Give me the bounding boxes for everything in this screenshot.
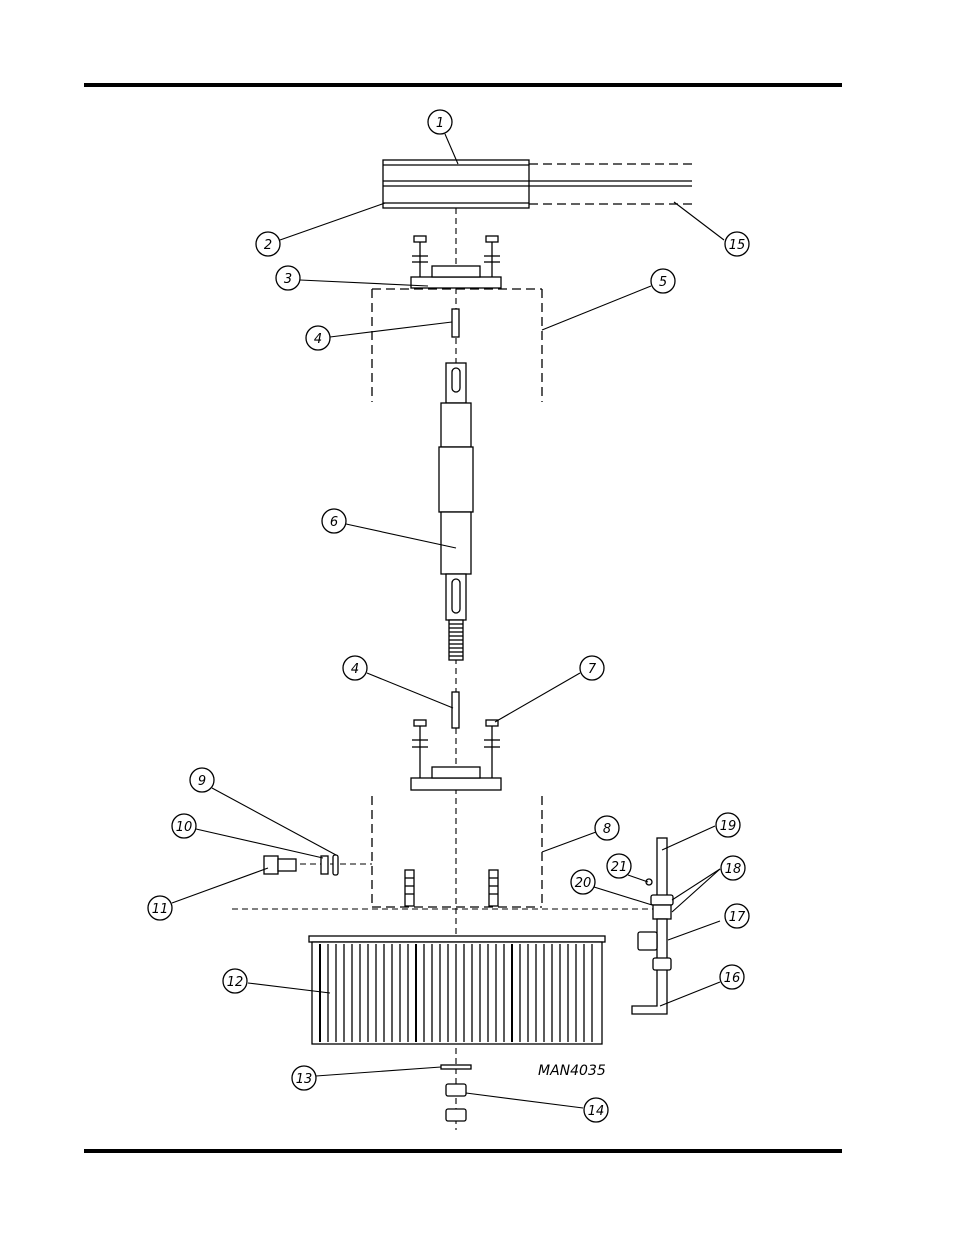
svg-text:6: 6 bbox=[330, 515, 338, 530]
svg-text:1: 1 bbox=[436, 116, 444, 131]
callout-3: 3 bbox=[275, 265, 301, 291]
callout-1: 1 bbox=[427, 109, 453, 135]
callout-8: 8 bbox=[594, 815, 620, 841]
upper-housing bbox=[371, 288, 543, 402]
callout-11: 11 bbox=[147, 895, 173, 921]
leader-lines bbox=[171, 133, 725, 1109]
callout-13: 13 bbox=[291, 1065, 317, 1091]
svg-text:19: 19 bbox=[720, 819, 737, 834]
lower-housing bbox=[371, 796, 543, 908]
svg-text:8: 8 bbox=[603, 822, 611, 837]
svg-text:15: 15 bbox=[729, 238, 746, 253]
svg-text:5: 5 bbox=[659, 275, 667, 290]
upper-bearing bbox=[410, 235, 502, 289]
svg-text:17: 17 bbox=[729, 910, 746, 925]
lower-key bbox=[451, 691, 460, 729]
svg-text:16: 16 bbox=[724, 971, 741, 986]
callout-7: 7 bbox=[579, 655, 605, 681]
svg-text:9: 9 bbox=[198, 774, 206, 789]
callout-14: 14 bbox=[583, 1097, 609, 1123]
callout-17: 17 bbox=[724, 903, 750, 929]
callout-10: 10 bbox=[171, 813, 197, 839]
drain-piping bbox=[631, 837, 674, 1015]
shaft bbox=[438, 362, 474, 661]
callout-5: 5 bbox=[650, 268, 676, 294]
callout-18: 18 bbox=[720, 855, 746, 881]
svg-text:11: 11 bbox=[152, 902, 169, 917]
svg-text:21: 21 bbox=[611, 860, 628, 875]
callout-9: 9 bbox=[189, 767, 215, 793]
pulley bbox=[382, 159, 530, 209]
svg-text:20: 20 bbox=[575, 876, 592, 891]
svg-text:14: 14 bbox=[588, 1104, 605, 1119]
svg-text:10: 10 bbox=[176, 820, 193, 835]
callout-19: 19 bbox=[715, 812, 741, 838]
callout-12: 12 bbox=[222, 968, 248, 994]
callout-2: 2 bbox=[255, 231, 281, 257]
upper-key bbox=[451, 308, 460, 338]
callout-15: 15 bbox=[724, 231, 750, 257]
svg-text:2: 2 bbox=[264, 238, 272, 253]
callout-16: 16 bbox=[719, 964, 745, 990]
basket bbox=[308, 935, 606, 1045]
svg-text:7: 7 bbox=[588, 662, 597, 677]
svg-text:4: 4 bbox=[314, 332, 322, 347]
callout-4-lower: 4 bbox=[342, 655, 368, 681]
drawing-code: MAN4035 bbox=[538, 1063, 606, 1079]
svg-text:13: 13 bbox=[296, 1072, 313, 1087]
svg-text:3: 3 bbox=[284, 272, 292, 287]
svg-text:4: 4 bbox=[351, 662, 359, 677]
callout-20: 20 bbox=[570, 869, 596, 895]
washer bbox=[440, 1064, 472, 1070]
callout-21: 21 bbox=[606, 853, 632, 879]
callout-6: 6 bbox=[321, 508, 347, 534]
svg-text:18: 18 bbox=[725, 862, 742, 877]
callout-4-upper: 4 bbox=[305, 325, 331, 351]
svg-text:12: 12 bbox=[227, 975, 244, 990]
nuts bbox=[445, 1083, 467, 1122]
lower-bearing bbox=[410, 719, 502, 791]
belt bbox=[383, 163, 692, 205]
grease-fitting bbox=[263, 854, 372, 876]
